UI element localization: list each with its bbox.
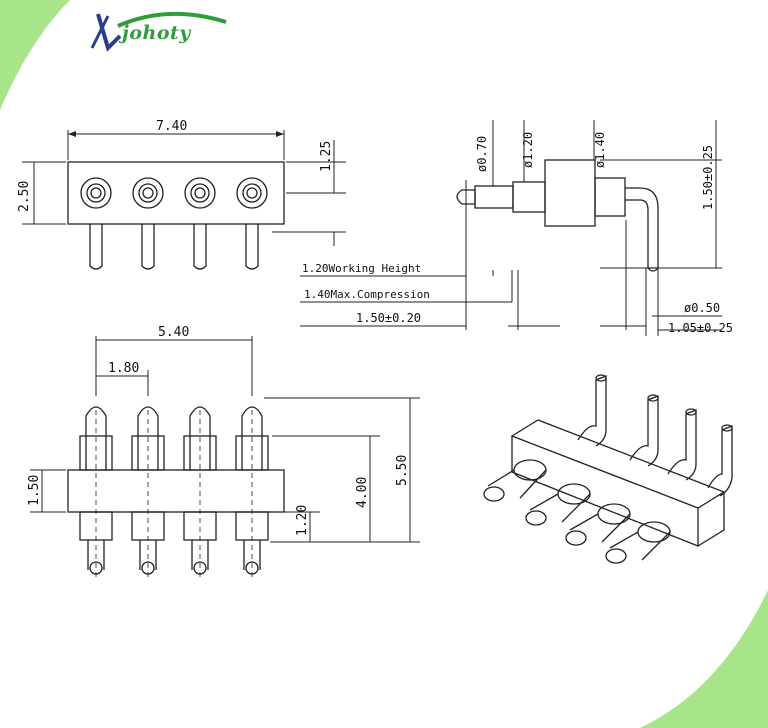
dim-top-400: 4.00: [355, 477, 370, 508]
dim-top-width: 5.40: [158, 325, 189, 340]
top-housing: [67, 469, 285, 513]
brand-name: johoty: [122, 22, 191, 44]
dim-side-150-025: 1.50±0.25: [701, 145, 715, 210]
iso-housing: [510, 419, 726, 547]
dim-front-width: 7.40: [156, 119, 187, 134]
side-housing: [544, 159, 596, 227]
bottom-right-green-blob: [640, 590, 768, 728]
dim-working-height: 1.20Working Height: [302, 262, 421, 275]
side-view: [300, 120, 722, 336]
front-pins: [89, 224, 259, 270]
top-view: [30, 336, 420, 580]
front-housing: [67, 161, 285, 225]
iso-plungers: [483, 459, 671, 564]
side-bent-tail: [625, 187, 659, 269]
side-plunger-tip: [456, 189, 476, 205]
dim-top-pitch: 1.80: [108, 361, 139, 376]
logo-swoosh-icon: [90, 11, 227, 52]
dim-side-150-020: 1.50±0.20: [356, 311, 421, 325]
dim-side-d120: ø1.20: [521, 132, 535, 168]
dim-side-d050: ø0.50: [684, 301, 720, 315]
top-left-green-blob: [0, 0, 70, 110]
front-view: [22, 130, 346, 270]
dim-top-550: 5.50: [395, 455, 410, 486]
brand-logo: [78, 8, 228, 58]
dim-top-120: 1.20: [295, 505, 310, 536]
dim-side-105-025: 1.05±0.25: [668, 321, 733, 335]
isometric-view: [483, 374, 733, 564]
dim-front-hole-offset: 1.25: [319, 141, 334, 172]
dim-front-height: 2.50: [17, 181, 32, 212]
front-holes: [80, 177, 268, 209]
dim-side-d140: ø1.40: [593, 132, 607, 168]
top-pins: [79, 406, 269, 575]
dim-max-compression: 1.40Max.Compression: [304, 288, 430, 301]
dim-top-150: 1.50: [27, 475, 42, 506]
iso-tails: [577, 374, 733, 497]
dim-side-d070: ø0.70: [475, 136, 489, 172]
